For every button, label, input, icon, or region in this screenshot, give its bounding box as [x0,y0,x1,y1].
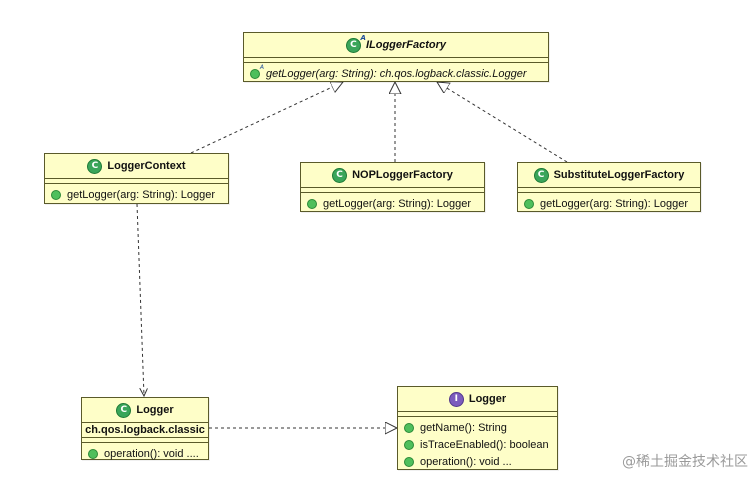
method-item: isTraceEnabled(): boolean [404,436,553,453]
method-signature: isTraceEnabled(): boolean [420,438,549,451]
logger-class-box[interactable]: C Logger ch.qos.logback.classic operatio… [81,397,209,460]
class-icon: C [116,402,132,418]
method-signature: getName(): String [420,421,507,434]
logger-interface-box[interactable]: I Logger getName(): String isTraceEnable… [397,386,558,470]
public-method-icon [404,439,414,450]
methods-compartment: operation(): void .... [82,443,208,465]
package-label: ch.qos.logback.classic [82,423,208,438]
substituteloggerfactory-header: C SubstituteLoggerFactory [518,163,700,188]
loggercontext-class-box[interactable]: C LoggerContext getLogger(arg: String): … [44,153,229,204]
realization-loggercontext-to-iloggerfactory [190,82,343,154]
class-icon: C [332,167,348,183]
public-method-icon [404,422,414,433]
noploggerfactory-class-box[interactable]: C NOPLoggerFactory getLogger(arg: String… [300,162,485,212]
attributes-compartment [398,412,557,417]
watermark: @稀土掘金技术社区 [622,454,748,470]
public-method-icon [524,198,534,209]
public-method-icon [51,189,61,200]
public-method-icon [88,448,98,459]
attributes-compartment [301,188,484,193]
class-name: Logger [136,404,174,416]
method-item: getName(): String [404,419,553,436]
interface-name: Logger [468,393,507,405]
attributes-compartment [82,438,208,443]
attributes-compartment [244,58,548,63]
method-signature: getLogger(arg: String): Logger [540,197,688,210]
method-item: getLogger(arg: String): Logger [51,186,224,203]
methods-compartment: getLogger(arg: String): Logger [45,184,228,206]
method-signature: operation(): void .... [104,447,199,460]
dependency-loggercontext-to-logger [136,203,144,396]
method-item: getLogger(arg: String): Logger [307,195,480,212]
abstract-method-icon: A [250,64,264,79]
methods-compartment: getLogger(arg: String): Logger [518,193,700,215]
class-icon: C [87,158,103,174]
interface-icon: I [448,391,464,407]
methods-compartment: A getLogger(arg: String): ch.qos.logback… [244,63,548,85]
method-signature: operation(): void ... [420,455,512,468]
method-signature: getLogger(arg: String): Logger [67,188,215,201]
methods-compartment: getLogger(arg: String): Logger [301,193,484,215]
class-name: SubstituteLoggerFactory [553,169,685,181]
class-name: LoggerContext [107,160,186,172]
logger-interface-header: I Logger [398,387,557,412]
logger-class-header: C Logger [82,398,208,423]
method-item: operation(): void .... [88,445,204,462]
class-name: NOPLoggerFactory [352,169,453,181]
method-item: A getLogger(arg: String): ch.qos.logback… [250,64,544,82]
class-name: ILoggerFactory [365,39,447,51]
method-signature: getLogger(arg: String): Logger [323,197,471,210]
public-method-icon [404,456,414,467]
method-item: getLogger(arg: String): Logger [524,195,696,212]
substituteloggerfactory-class-box[interactable]: C SubstituteLoggerFactory getLogger(arg:… [517,162,701,212]
noploggerfactory-header: C NOPLoggerFactory [301,163,484,188]
realization-substituteloggerfactory-to-iloggerfactory [437,82,568,163]
method-item: operation(): void ... [404,453,553,470]
loggercontext-header: C LoggerContext [45,154,228,179]
public-method-icon [307,198,317,209]
method-signature: getLogger(arg: String): ch.qos.logback.c… [266,67,527,80]
attributes-compartment [518,188,700,193]
methods-compartment: getName(): String isTraceEnabled(): bool… [398,417,557,473]
attributes-compartment [45,179,228,184]
class-icon: C [533,167,549,183]
